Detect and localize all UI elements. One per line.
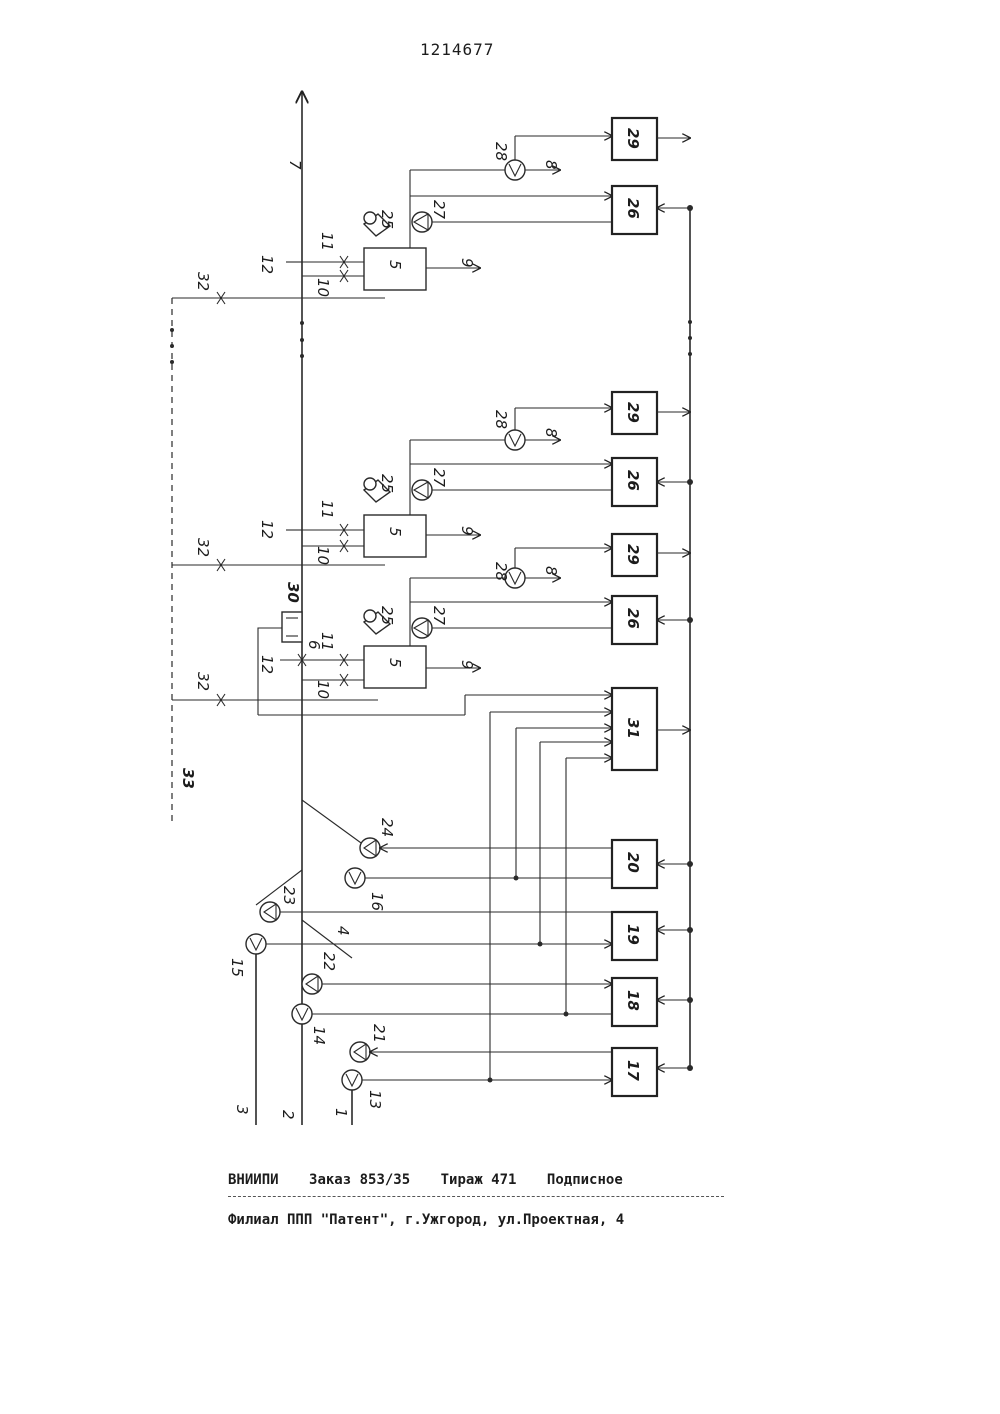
sensor-27-top	[412, 212, 432, 232]
line-2-label: 2	[279, 1110, 297, 1120]
svg-text:32: 32	[194, 272, 212, 291]
svg-text:11: 11	[318, 632, 336, 651]
svg-text:29: 29	[624, 402, 642, 423]
svg-text:22: 22	[320, 952, 338, 971]
svg-text:12: 12	[258, 255, 276, 274]
svg-text:11: 11	[318, 500, 336, 519]
svg-text:10: 10	[314, 680, 332, 699]
svg-text:20: 20	[624, 852, 642, 873]
svg-text:15: 15	[228, 958, 246, 977]
footer-order: Заказ 853/35	[309, 1172, 410, 1188]
svg-text:32: 32	[194, 538, 212, 557]
svg-text:31: 31	[624, 718, 642, 739]
sensor-27-lower	[412, 618, 432, 638]
svg-text:8: 8	[542, 428, 560, 438]
svg-text:18: 18	[624, 990, 642, 1011]
svg-text:24: 24	[378, 818, 396, 837]
svg-text:27: 27	[430, 606, 448, 626]
lower-chain: 24 16 20 23 15 4 19 22 14 18 21	[228, 800, 693, 1109]
svg-text:5: 5	[386, 527, 404, 537]
svg-text:28: 28	[492, 142, 510, 161]
svg-text:25: 25	[378, 210, 396, 229]
svg-text:23: 23	[280, 886, 298, 905]
svg-text:8: 8	[542, 566, 560, 576]
svg-text:16: 16	[368, 892, 386, 911]
svg-text:26: 26	[624, 470, 642, 491]
svg-text:30: 30	[284, 582, 302, 603]
svg-text:26: 26	[624, 608, 642, 629]
svg-text:5: 5	[386, 260, 404, 270]
svg-text:11: 11	[318, 232, 336, 251]
svg-text:29: 29	[624, 128, 642, 149]
footer-divider	[228, 1196, 724, 1197]
footer-org: ВНИИПИ	[228, 1172, 279, 1188]
svg-text:12: 12	[258, 655, 276, 674]
line-3-label: 3	[233, 1105, 251, 1115]
svg-text:25: 25	[378, 606, 396, 625]
svg-text:19: 19	[624, 924, 642, 945]
svg-text:17: 17	[624, 1060, 642, 1081]
footer-run: Тираж 471	[441, 1172, 517, 1188]
svg-text:4: 4	[334, 926, 352, 936]
svg-text:9: 9	[458, 258, 476, 268]
svg-text:26: 26	[624, 198, 642, 219]
svg-text:32: 32	[194, 672, 212, 691]
svg-text:10: 10	[314, 546, 332, 565]
svg-text:28: 28	[492, 562, 510, 581]
svg-text:29: 29	[624, 544, 642, 565]
line-7-label: 7	[286, 160, 304, 170]
svg-text:9: 9	[458, 526, 476, 536]
svg-text:8: 8	[542, 160, 560, 170]
line-1-label: 1	[332, 1108, 350, 1118]
svg-text:5: 5	[386, 658, 404, 668]
sensor-27-middle	[412, 480, 432, 500]
svg-text:13: 13	[366, 1090, 384, 1109]
section-extra-meter: 28 8 29	[410, 534, 690, 588]
section-top: 32 5 12 10 11 9 25 27 28 8	[172, 118, 690, 304]
footer-publication-info: ВНИИПИ Заказ 853/35 Тираж 471 Подписное	[228, 1172, 623, 1188]
svg-text:21: 21	[370, 1024, 388, 1043]
svg-text:25: 25	[378, 474, 396, 493]
svg-text:14: 14	[310, 1026, 328, 1045]
svg-text:28: 28	[492, 410, 510, 429]
svg-text:12: 12	[258, 520, 276, 539]
svg-text:9: 9	[458, 660, 476, 670]
svg-text:27: 27	[430, 468, 448, 488]
svg-text:10: 10	[314, 278, 332, 297]
footer-branch: Филиал ППП "Патент", г.Ужгород, ул.Проек…	[228, 1212, 624, 1228]
footer-subscription: Подписное	[547, 1172, 623, 1188]
line-33-label: 33	[179, 768, 197, 789]
block-30	[282, 612, 302, 642]
svg-text:27: 27	[430, 200, 448, 220]
